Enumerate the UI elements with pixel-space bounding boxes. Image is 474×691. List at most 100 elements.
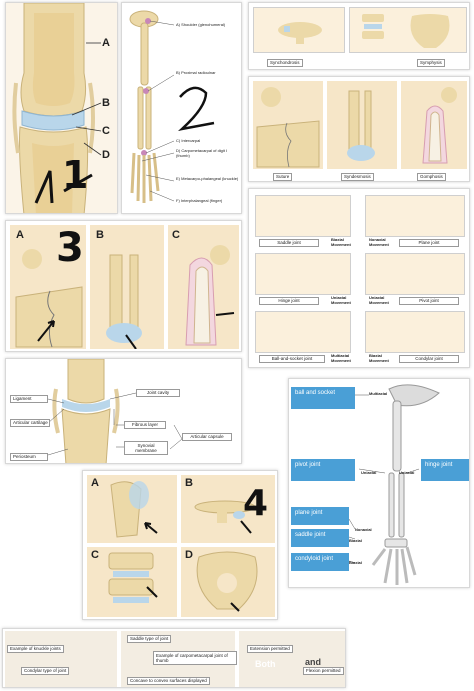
hinge-joint-thumb [255,253,351,295]
ball-socket-joint-thumb [255,311,351,353]
row3-right-label: Condylar joint [399,355,459,363]
row2-midl-label: Uniaxial Movement [369,295,389,305]
joint-label-intercarpal: C) Intercarpal [176,138,201,143]
label-a: A [102,37,110,49]
label-fibrous-layer: Fibrous layer [124,421,166,429]
handwritten-number: 3 [56,225,84,271]
axis-label-biaxial-2: Biaxial [349,560,362,565]
skeleton-arm-illustration [348,384,440,585]
symphysis-thumbnail [349,7,467,53]
plane-joint-thumb [365,195,465,237]
panel-synovial-structure: Ligament Articular cartilage Periosteum … [5,358,242,464]
word-and: and [305,657,322,667]
condylar-joint-thumb [365,311,465,353]
knee-section-illustration [6,3,117,213]
row2-right-label: Pivot joint [399,297,459,305]
joint-label-proximal-radioulnar: B) Proximal radioulnar [176,70,216,75]
syndesmosis-illustration [327,81,397,169]
symphysis-illustration [362,14,450,48]
blue-label-ball-socket[interactable]: ball and socket [291,387,355,409]
handwritten-one-stroke [34,170,93,204]
label-b: B [96,229,104,241]
axis-label-biaxial-1: Biaxial [349,538,362,543]
caption-synchondrosis: Synchondrosis [267,59,303,67]
caption-syndesmosis: Syndesmosis [341,173,374,181]
caption-gomphosis: Gomphosis [417,173,446,181]
label-joint-cavity: Joint cavity [136,389,180,397]
row1-mid-label: Biaxial Movement [331,237,351,247]
synchondrosis-thumbnail [253,7,345,53]
box-flexion-permitted[interactable]: Flexion permitted [303,667,344,675]
figure-a-tile [87,475,177,543]
blue-label-plane[interactable]: plane joint [291,507,349,525]
label-d: D [185,549,193,561]
axis-label-uniaxial-left: Uniaxial [361,470,377,475]
matching-column-1 [5,631,117,687]
panel-fibrous-joints: Suture Syndesmosis Gomphosis [248,76,470,182]
row1-right-label: Plane joint [399,239,459,247]
handwritten-number: 1 [62,153,89,197]
panel-cartilaginous-abcd: A B C D 4 [82,470,278,620]
label-b: B [102,97,110,109]
row2-left-label: Hinge joint [259,297,319,305]
label-a: A [16,229,24,241]
row3-left-label: Ball-and-socket joint [259,355,325,363]
box-concave-convex[interactable]: Concave to convex surfaces displayed [127,677,210,685]
label-c: C [91,549,99,561]
joint-label-metacarpophalangeal: E) Metacarpo-phalangeal (knuckle) [176,176,239,181]
caption-symphysis: Symphysis [417,59,445,67]
synchondrosis-illustration [278,22,322,44]
label-ligament: Ligament [10,395,48,403]
gomphosis-illustration [401,81,467,169]
label-b: B [185,477,193,489]
blue-label-saddle[interactable]: saddle joint [291,529,349,547]
box-carpometacarpal-thumb[interactable]: Example of carpometacarpal joint of thum… [153,651,237,665]
caption-suture: Suture [273,173,293,181]
panel-matching-boxes: Example of knuckle joints Condylar type … [2,628,346,688]
panel-upper-limb-axes: ball and socket pivot joint hinge joint … [288,378,470,588]
joint-label-carpometacarpal: D) Carpometacarpal of digit I (thumb) [176,148,228,158]
axis-label-uniaxial-right: Uniaxial [399,470,415,475]
box-saddle-type[interactable]: Saddle type of joint [127,635,172,643]
figure-d-tile [181,547,275,617]
suture-illustration [253,81,323,169]
label-articular-cartilage: Articular cartilage [10,419,50,427]
row3-midl-label: Biaxial Movement [369,353,389,363]
handwritten-number: 2 [188,89,189,90]
row3-mid-label: Multiaxial Movement [331,353,351,363]
synovial-joint-illustration [47,359,183,463]
joint-label-interphalangeal: F) Interphalangeal (finger) [176,198,223,203]
row1-midl-label: Nonaxial Movement [369,237,389,247]
saddle-joint-thumb [255,195,351,237]
blue-label-pivot[interactable]: pivot joint [291,459,355,481]
panel-cartilaginous-joints: Synchondrosis Symphysis [248,2,470,70]
matching-column-3 [239,631,345,687]
suture-figure [10,225,86,349]
label-c: C [172,229,180,241]
label-d: D [102,149,110,161]
figure-b-tile [181,475,275,543]
panel-upper-limb-joints: A) Shoulder (glenohumeral) B) Proximal r… [121,2,242,214]
blue-label-hinge[interactable]: hinge joint [421,459,469,481]
label-periosteum: Periosteum [10,453,48,461]
box-knuckle-joints[interactable]: Example of knuckle joints [7,645,64,653]
label-articular-capsule: Articular capsule [182,433,232,441]
panel-synovial-joint-types: Saddle joint Biaxial Movement Nonaxial M… [248,188,470,368]
axis-label-multiaxial: Multiaxial [369,391,388,396]
syndesmosis-figure [90,225,164,350]
pivot-joint-thumb [365,253,465,295]
label-c: C [102,125,110,137]
row2-mid-label: Uniaxial Movement [331,295,351,305]
blue-label-condyloid[interactable]: condyloid joint [291,553,349,571]
word-both: Both [255,659,276,669]
panel-knee-section: A B C D 1 [5,2,118,214]
handwritten-two-stroke [177,86,215,132]
label-a: A [91,477,99,489]
figure-c-tile [87,547,177,617]
gomphosis-figure [168,225,239,349]
box-condylar-type[interactable]: Condylar type of joint [21,667,70,675]
upper-limb-illustration [129,10,215,203]
row1-left-label: Saddle joint [259,239,319,247]
handwritten-number: 4 [243,483,269,524]
box-extension-permitted[interactable]: Extension permitted [247,645,293,653]
